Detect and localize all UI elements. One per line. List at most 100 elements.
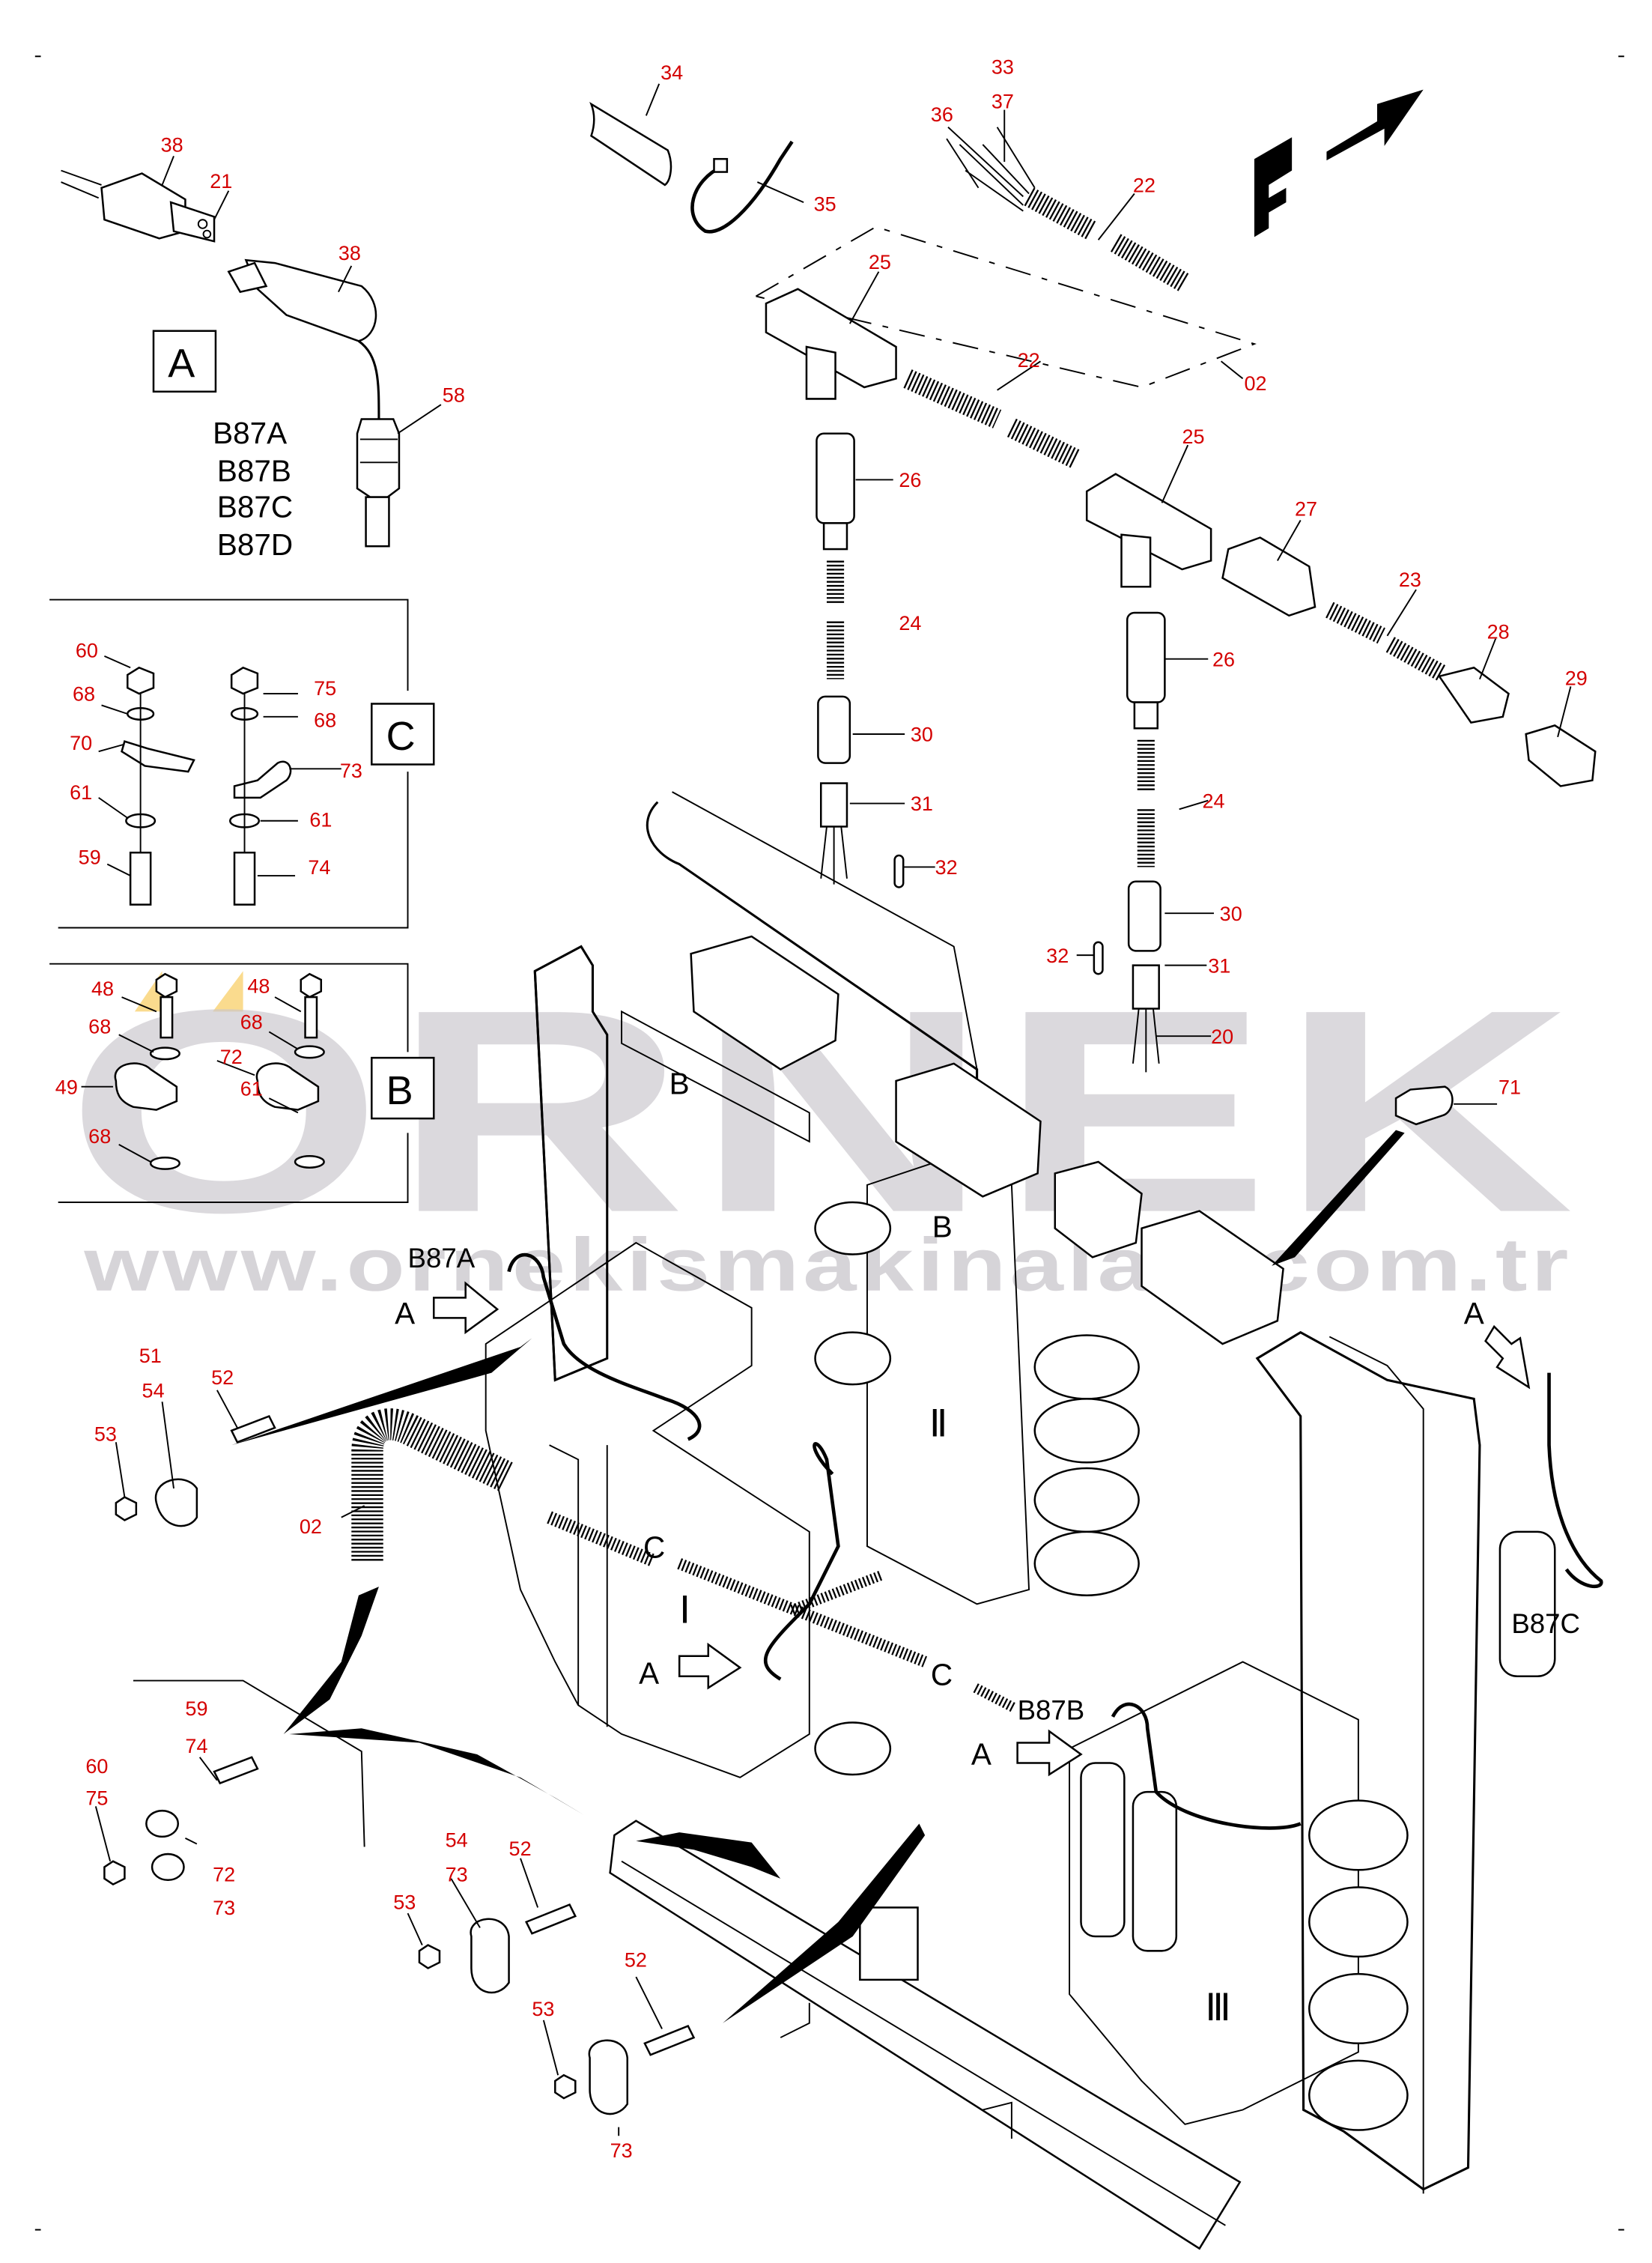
coupling [1126, 611, 1166, 703]
pressure-sensor-thread [365, 496, 390, 548]
callout: 52 [509, 1838, 532, 1860]
callout: 35 [814, 193, 836, 216]
view-arrow-a [1484, 1324, 1531, 1390]
sensor-id-b87b: B87B [217, 453, 291, 488]
stud [213, 1756, 259, 1785]
callout: 37 [991, 91, 1014, 113]
direction-arrow-icon [1326, 89, 1424, 161]
callout: 74 [308, 856, 330, 879]
p-clamp [255, 1062, 320, 1111]
bolt-shank [160, 996, 174, 1039]
view-tag-a: A [395, 1296, 415, 1330]
callout: 59 [185, 1697, 207, 1720]
pin [1093, 941, 1104, 975]
coupling [816, 432, 855, 524]
mount-block [859, 1906, 919, 1981]
gland [1525, 724, 1597, 787]
section-label-ii: Ⅱ [929, 1403, 948, 1445]
cable-tie [690, 140, 794, 234]
hex-nut [103, 1860, 126, 1886]
callout: 52 [211, 1366, 234, 1389]
washer [294, 1155, 325, 1169]
callout: 68 [314, 709, 336, 731]
callout: 54 [142, 1379, 165, 1402]
tape-sleeve [589, 101, 672, 187]
detail-c-letter: C [386, 714, 416, 759]
sensor-id-b87c: B87C [217, 490, 293, 524]
p-clamp [114, 1062, 178, 1111]
hex-nut [127, 666, 155, 695]
connector-pin-block [169, 201, 216, 243]
view-tag-a: A [639, 1655, 659, 1690]
detail-b-box: B 48 48 68 68 72 49 68 61 [49, 963, 435, 1203]
callout: 73 [340, 760, 362, 782]
harness-exploded-view: 34 35 36 33 37 22 25 22 02 25 26 27 23 2… [589, 55, 1597, 1073]
callout: 31 [1208, 954, 1230, 977]
callout: 68 [73, 683, 95, 706]
callout: 32 [935, 856, 958, 879]
connector-body [1127, 880, 1161, 952]
callout: 02 [300, 1515, 322, 1538]
detail-b-letter: B [386, 1068, 413, 1113]
callout: 74 [185, 1735, 207, 1757]
detail-a-box [152, 330, 217, 393]
view-tag-c: C [643, 1530, 665, 1565]
callout: 22 [1133, 175, 1156, 197]
detail-c-box: C 60 68 70 61 59 75 68 73 61 74 [49, 599, 435, 929]
detail-a-sensor: A B87A B87B B87C B87D 38 21 38 58 [61, 134, 465, 562]
washer [149, 1156, 180, 1170]
callout: 72 [213, 1864, 235, 1886]
direction-letter-f [1254, 137, 1293, 237]
stud [129, 851, 152, 906]
view-arrow-a [432, 1281, 499, 1335]
hex-nut [115, 1496, 138, 1521]
callout: 60 [85, 1755, 108, 1778]
pointer-arrow [289, 1728, 584, 1815]
callout: 29 [1565, 667, 1588, 689]
solenoid-valve-stack [690, 935, 1284, 1345]
hex-nut [418, 1944, 441, 1969]
callout: 25 [1182, 425, 1205, 448]
callout: 53 [532, 1998, 554, 2020]
pointer-arrow [283, 1587, 379, 1734]
callout: 36 [931, 103, 953, 126]
section-label-iii: Ⅲ [1205, 1987, 1231, 2029]
p-clamp [151, 1852, 185, 1882]
pointer-arrow [1272, 1130, 1405, 1266]
sensor-id-b87a: B87A [213, 416, 287, 450]
sensor-tag-b87a: B87A [408, 1243, 476, 1273]
callout: 31 [911, 793, 933, 815]
view-tag-a: A [1464, 1296, 1484, 1330]
p-clamp [1394, 1085, 1454, 1126]
p-clamp [145, 1809, 180, 1838]
callout: 60 [76, 640, 98, 662]
callout: 58 [443, 384, 465, 406]
stud [643, 2025, 696, 2056]
callout: 48 [247, 975, 270, 997]
filter-canister [1498, 1530, 1556, 1678]
p-clamp [233, 760, 292, 799]
solenoid-row-i [814, 1201, 892, 1776]
bolt-shank [304, 996, 318, 1039]
pointer-arrow [231, 1338, 532, 1446]
view-tag-b: B [932, 1209, 953, 1243]
view-arrow-a [1016, 1729, 1083, 1777]
callout: 75 [314, 677, 336, 700]
bolt-head [300, 972, 323, 999]
callout: 32 [1046, 945, 1069, 967]
callout: 38 [161, 134, 183, 157]
view-arrow-a [678, 1642, 742, 1690]
callout: 38 [338, 242, 361, 264]
callout: 73 [610, 2139, 633, 2162]
section-label-i: Ⅰ [679, 1589, 690, 1631]
forward-direction-marker [1254, 89, 1424, 237]
callout: 72 [220, 1046, 243, 1068]
filter-canister [1132, 1790, 1178, 1952]
sensor-tag-b87c: B87C [1511, 1608, 1580, 1639]
callout: 48 [91, 978, 114, 1000]
callout: 75 [85, 1787, 108, 1809]
callout: 23 [1399, 569, 1421, 591]
callout: 02 [1244, 372, 1266, 395]
pointer-arrow [723, 1823, 926, 2023]
